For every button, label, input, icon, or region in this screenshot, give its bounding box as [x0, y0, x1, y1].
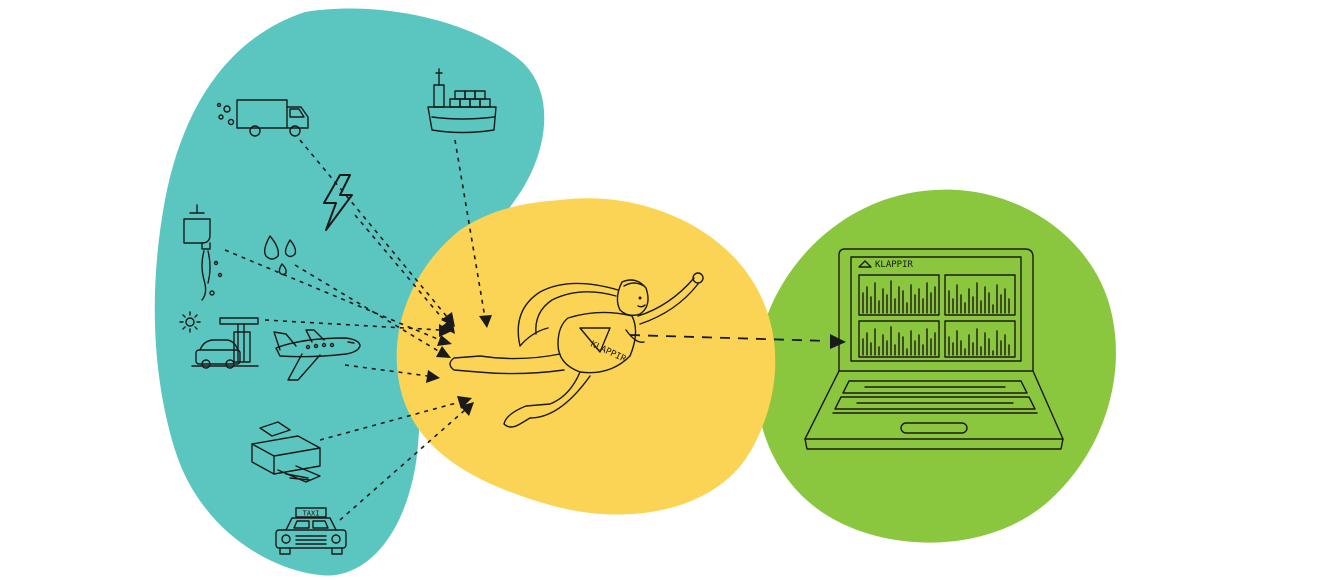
cargo-ship-icon — [427, 68, 497, 134]
taxi-sign-text: TAXI — [303, 510, 320, 518]
laptop-brand-text: KLAPPIR — [875, 260, 914, 270]
arrowhead-ship — [479, 315, 492, 328]
laptop-blob — [755, 189, 1116, 543]
arrow-printer — [319, 401, 461, 441]
arrow-truck — [299, 139, 449, 319]
water-drops-icon — [263, 235, 297, 276]
arrow-ship — [454, 139, 486, 319]
arrowhead-taxi — [460, 402, 474, 416]
arrowhead-airplane — [426, 370, 440, 383]
taxi-icon: TAXI — [275, 507, 347, 555]
printer-icon — [251, 421, 321, 483]
arrowhead-drops — [436, 346, 451, 358]
hero-blob — [396, 198, 776, 515]
airplane-icon — [273, 329, 361, 381]
arrowhead-charger — [439, 324, 452, 337]
sources-blob — [154, 8, 545, 576]
arrow-charger — [264, 319, 441, 331]
arrowhead-lightning — [441, 318, 455, 334]
arrowhead-printer — [457, 396, 472, 409]
arrow-taxi — [339, 409, 466, 521]
hero-to-laptop-arrow — [629, 334, 846, 349]
car-charging-icon — [179, 311, 259, 369]
arrowhead-tap — [437, 335, 452, 346]
arrowhead-laptop — [830, 334, 846, 349]
arrow-lightning — [354, 214, 449, 326]
arrow-drops — [294, 264, 441, 353]
lightning-icon — [323, 174, 353, 231]
flow-arrows — [224, 139, 492, 521]
truck-icon — [216, 99, 309, 137]
laptop-icon: KLAPPIR — [804, 248, 1064, 450]
arrow-tap — [224, 249, 441, 341]
water-tap-icon — [183, 204, 223, 301]
